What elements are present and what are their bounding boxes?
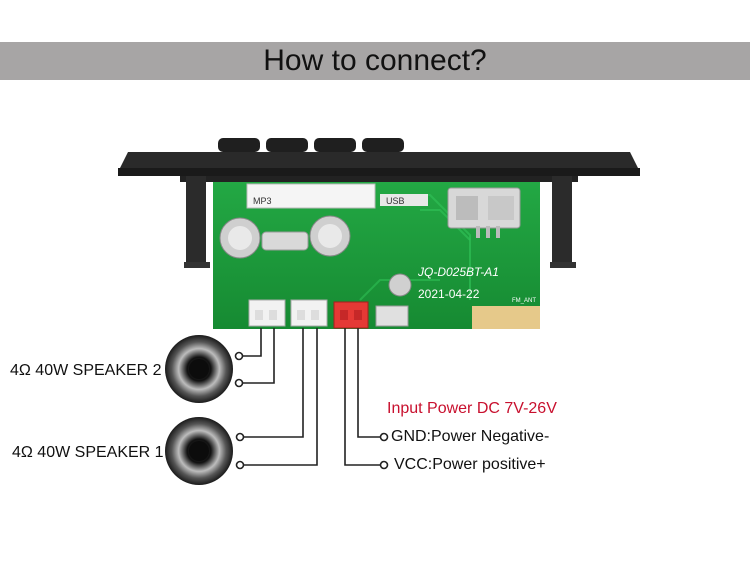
page-title: How to connect?	[263, 44, 487, 77]
speaker-1-image	[165, 417, 233, 485]
terminal-markers	[234, 351, 389, 470]
board-date: 2021-04-22	[418, 287, 480, 301]
speaker-2-label: 4Ω 40W SPEAKER 2	[10, 362, 162, 379]
speaker1-connector[interactable]	[290, 299, 328, 327]
usb-label-box	[380, 194, 428, 206]
gnd-label: GND:Power Negative-	[391, 428, 550, 445]
aux-header	[375, 305, 409, 327]
front-panel	[118, 138, 640, 268]
wiring	[243, 328, 380, 466]
speaker2-connector[interactable]	[248, 299, 286, 327]
mp3-mark: MP3	[253, 196, 272, 206]
vcc-label: VCC:Power positive+	[394, 456, 546, 473]
capacitor-right	[309, 215, 351, 257]
small-capacitor	[388, 273, 412, 297]
power-connector[interactable]	[333, 301, 369, 329]
usb-mark: USB	[386, 196, 405, 206]
speaker-2-image	[165, 335, 233, 403]
title-banner	[0, 42, 750, 80]
fm-ant-label: FM_ANT	[512, 298, 536, 304]
speaker-1-label: 4Ω 40W SPEAKER 1	[12, 444, 164, 461]
usb-port[interactable]	[447, 187, 521, 238]
board-model: JQ-D025BT-A1	[417, 265, 499, 279]
power-input-title: Input Power DC 7V-26V	[387, 400, 557, 417]
lcd-window	[246, 183, 376, 209]
crystal	[261, 231, 309, 251]
capacitor-left	[219, 217, 261, 259]
